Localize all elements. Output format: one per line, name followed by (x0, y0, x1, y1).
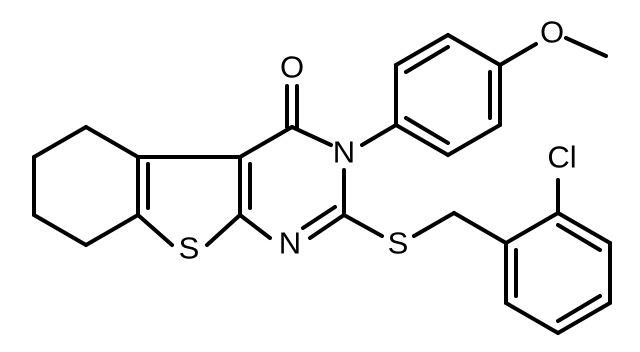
bond (205, 213, 242, 247)
bond (301, 205, 337, 230)
bond (404, 116, 450, 145)
bond (394, 123, 450, 157)
bond (238, 213, 272, 240)
bond (136, 213, 174, 247)
atom-sulfur-thioether: S (388, 226, 409, 261)
bond (394, 33, 450, 67)
bond (452, 211, 508, 245)
bond (446, 33, 502, 67)
atom-nitrogen-3: N (333, 135, 355, 170)
bond (342, 213, 384, 238)
bond (32, 213, 88, 247)
bond (504, 301, 560, 335)
bond (504, 211, 560, 245)
bond (404, 45, 450, 74)
bond (84, 125, 140, 159)
bond (308, 213, 346, 240)
atom-sulfur-ring: S (179, 231, 200, 266)
bond (556, 294, 602, 323)
bond (238, 125, 294, 159)
bond (360, 123, 398, 147)
bond (556, 301, 612, 335)
atom-nitrogen-1: N (279, 226, 301, 261)
bond (556, 223, 602, 252)
bond (32, 125, 88, 159)
bond (290, 125, 333, 147)
bond (564, 36, 608, 58)
bonds (32, 33, 612, 335)
atom-chlorine: Cl (547, 140, 576, 175)
bond (446, 123, 502, 157)
bond (84, 213, 140, 247)
bond (498, 42, 538, 67)
atom-labels: O O N N S S Cl (179, 15, 577, 266)
atom-oxygen-methoxy: O (540, 15, 564, 50)
bond (556, 211, 612, 245)
atom-oxygen-carbonyl: O (280, 50, 304, 85)
bond (412, 211, 456, 238)
